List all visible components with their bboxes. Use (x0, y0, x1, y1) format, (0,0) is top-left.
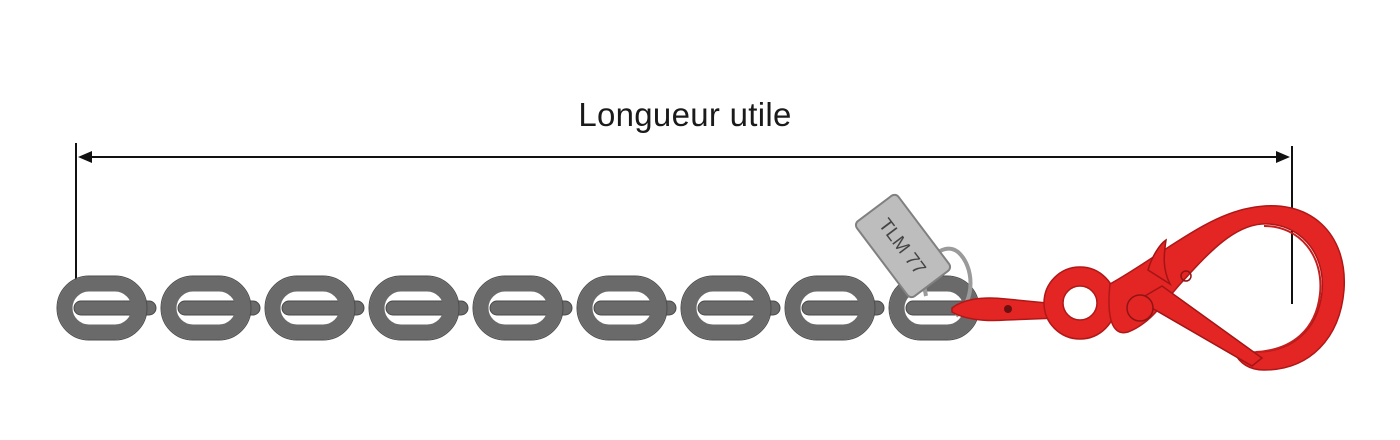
safety-hook (951, 205, 1345, 371)
chain-link-outline (680, 275, 772, 341)
chain-link (473, 276, 563, 340)
hook-trigger (1147, 238, 1172, 287)
dimension-label: Longueur utile (578, 96, 792, 133)
chain-inner-bar (528, 302, 542, 314)
chain-link (785, 276, 875, 340)
chain-inner-bar (840, 302, 854, 314)
hook-inner-curve (1255, 225, 1322, 353)
connector-pin (1004, 305, 1012, 313)
chain-link (681, 276, 771, 340)
id-tag: TLM 77 (854, 193, 973, 318)
chain-link (369, 276, 459, 340)
hook-latch (1136, 285, 1264, 367)
chain-link-outline (264, 275, 356, 341)
chain-inner-bar (494, 302, 508, 314)
chain-inner-bar (910, 302, 924, 314)
chain-inner-bar (286, 302, 300, 314)
chain-link-outline (576, 275, 668, 341)
chain-link (577, 276, 667, 340)
chain-inner-bar (632, 302, 646, 314)
chain-inner-bar (390, 302, 404, 314)
dimension-line (75, 143, 1293, 304)
chain-link-outline (784, 275, 876, 341)
chain (56, 275, 989, 341)
hook-pivot (1126, 294, 1154, 322)
chain-inner-bar (424, 302, 438, 314)
chain-link (161, 276, 251, 340)
chain-link-outline (472, 275, 564, 341)
chain-inner-bar (320, 302, 334, 314)
tag-plate (854, 193, 952, 299)
chain-inner-bar (112, 302, 126, 314)
dimension-arrowhead-left (78, 151, 92, 163)
chain-inner-bar (216, 302, 230, 314)
chain-link (265, 276, 355, 340)
hook-eye-hole (1062, 285, 1098, 321)
chain-link (57, 276, 147, 340)
chain-inner-bar (806, 302, 820, 314)
chain-inner-bar (736, 302, 750, 314)
chain-link-outline (368, 275, 460, 341)
chain-inner-bar (598, 302, 612, 314)
chain-link-outline (56, 275, 148, 341)
dimension-arrowhead-right (1276, 151, 1290, 163)
chain-inner-bar (182, 302, 196, 314)
hook-small-rivet (1180, 270, 1192, 282)
chain-inner-bar (78, 302, 92, 314)
chain-inner-bar (702, 302, 716, 314)
chain-link-outline (160, 275, 252, 341)
